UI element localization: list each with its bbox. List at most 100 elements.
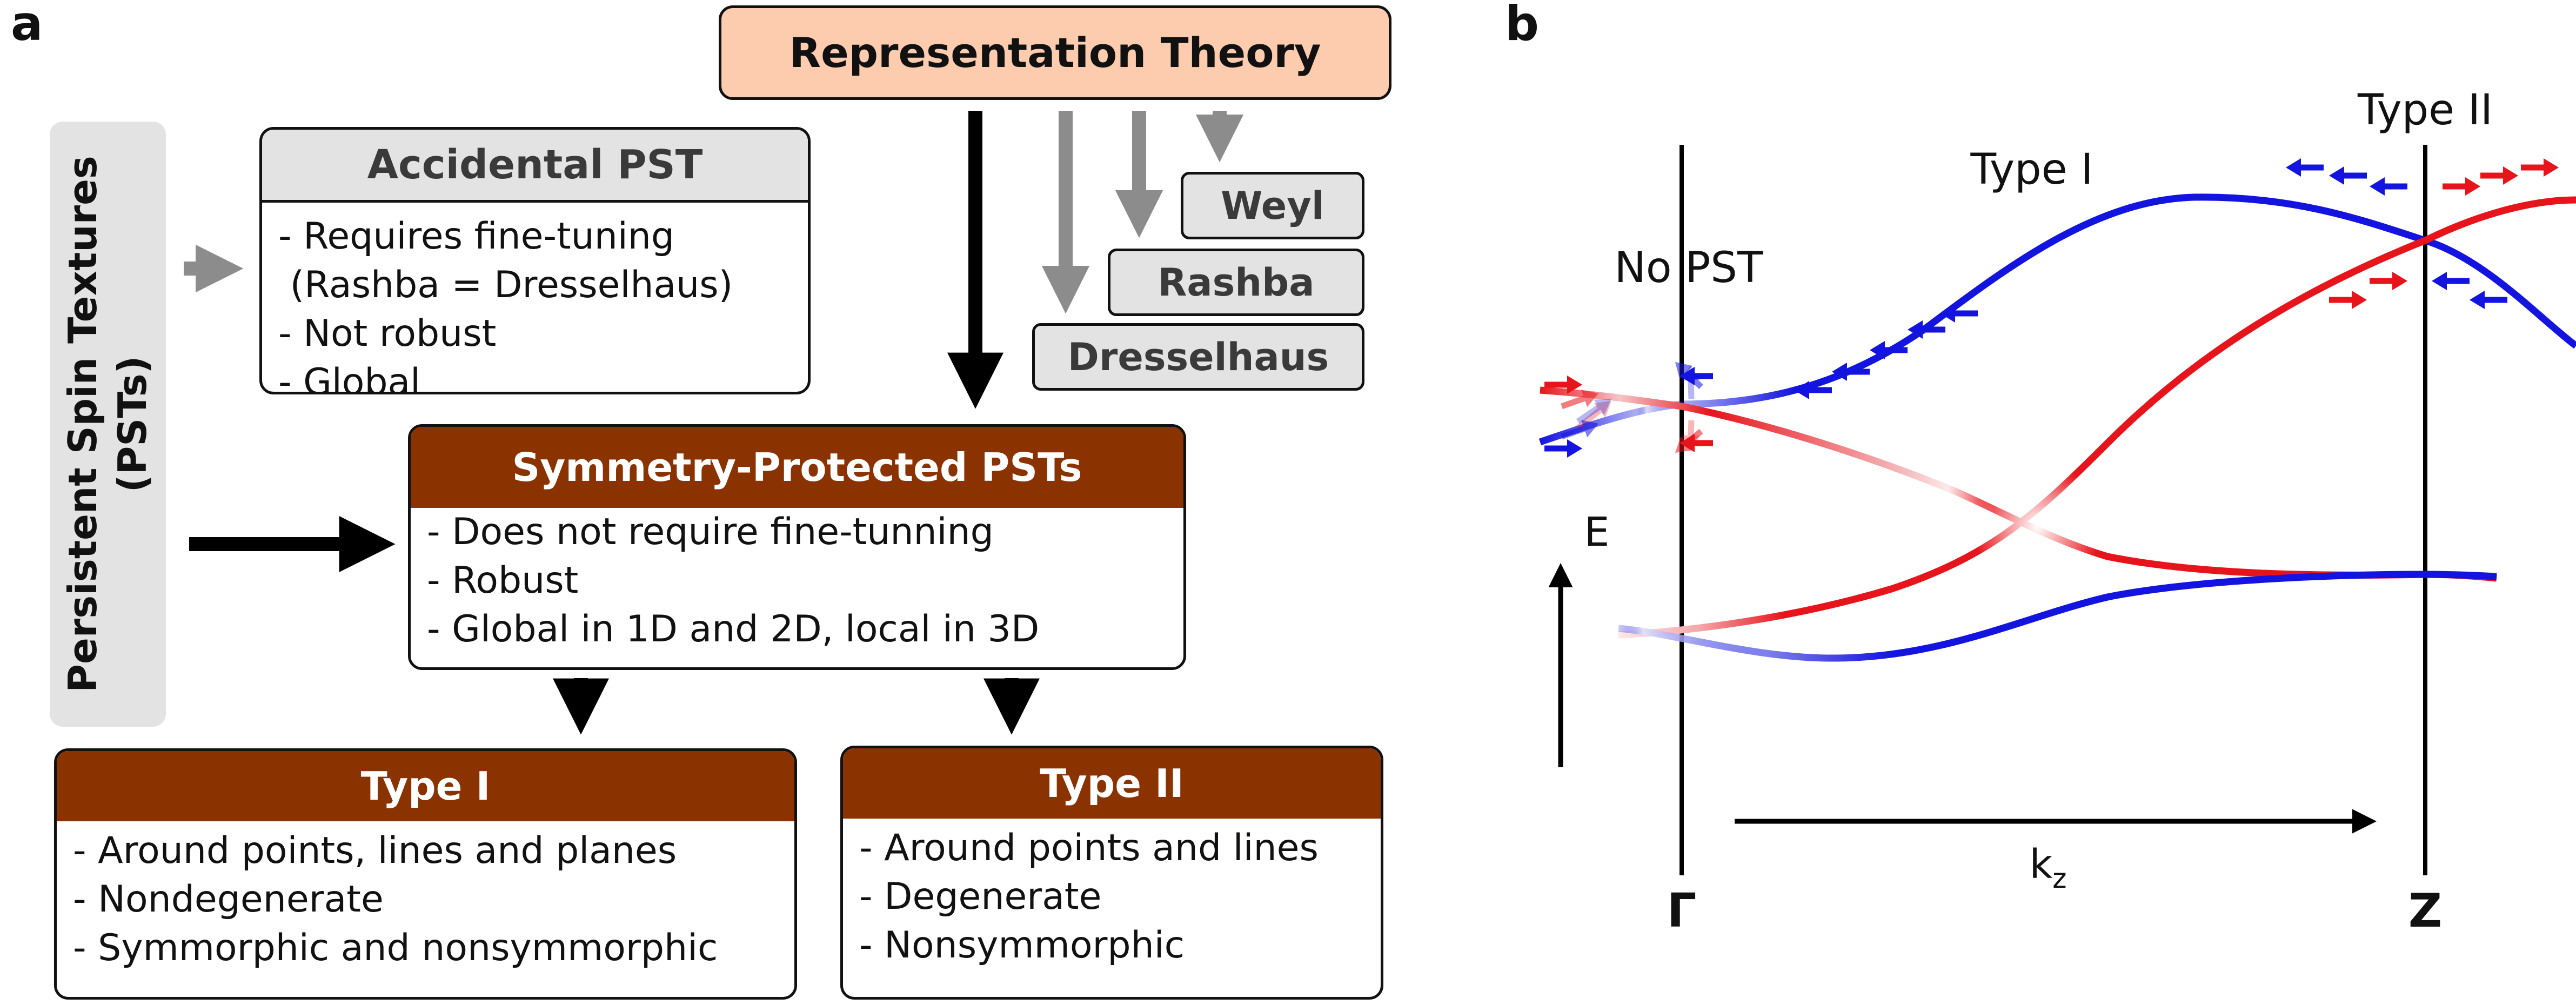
spin-arrow-head <box>1832 363 1847 381</box>
spin-arrow-head <box>2432 272 2447 290</box>
spin-arrow-head <box>2392 272 2407 290</box>
spin-arrow-head <box>1581 390 1598 407</box>
spin-arrow-head <box>1567 439 1582 458</box>
type-i-line: - Nondegenerate <box>73 878 384 921</box>
label-k-sub: z <box>2052 863 2066 894</box>
spin-arrow-head <box>2370 177 2385 196</box>
spin-arrow-head <box>1870 341 1885 359</box>
spin-arrow-head <box>2329 166 2344 185</box>
spin-arrow <box>1544 376 1582 394</box>
type-ii-title: Type II <box>843 748 1381 819</box>
spin-arrow-shaft <box>1576 408 1602 431</box>
spin-arrow-head <box>2544 158 2559 177</box>
spin-arrow-shaft <box>1561 426 1585 440</box>
spin-arrow <box>1561 390 1598 410</box>
spin-arrow-head <box>1675 362 1692 379</box>
band-red-rise <box>1618 196 2576 639</box>
spin-arrow <box>1561 420 1598 440</box>
symmetry-line: - Global in 1D and 2D, local in 3D <box>427 608 1040 651</box>
spin-arrow-head <box>1594 399 1611 415</box>
panel-b-letter: b <box>1505 0 1539 51</box>
label-z: Z <box>2408 884 2442 938</box>
spin-arrow <box>1682 420 1700 451</box>
spin-arrow <box>2286 158 2324 177</box>
spin-arrow-head <box>2503 166 2518 185</box>
spin-arrow <box>1870 341 1908 359</box>
spin-arrow-shaft <box>1684 370 1703 389</box>
spin-arrow-head <box>1794 381 1809 399</box>
spin-arrow <box>1675 428 1703 453</box>
type-i-line: - Around points, lines and planes <box>73 829 677 872</box>
spin-arrow <box>1544 439 1582 458</box>
spin-arrow-shaft <box>1576 405 1601 424</box>
tag-weyl-label: Weyl <box>1221 183 1324 228</box>
tag-weyl: Weyl <box>1181 172 1364 239</box>
spin-arrow <box>1675 362 1703 389</box>
pst-side-bar <box>50 122 166 727</box>
spin-arrow <box>2370 177 2407 196</box>
type-ii-line: - Around points and lines <box>859 827 1319 869</box>
spin-arrow <box>2443 177 2480 196</box>
spin-arrow <box>2329 166 2367 185</box>
spin-arrow <box>1794 381 1832 399</box>
spin-arrow <box>1576 399 1611 424</box>
spin-arrow-head <box>1675 436 1693 453</box>
label-k: k <box>2029 841 2052 888</box>
spin-arrow-head <box>1681 365 1700 381</box>
spin-arrow-head <box>1581 420 1598 438</box>
spin-arrow <box>2432 272 2470 290</box>
spin-arrow <box>1576 401 1611 431</box>
label-kz: kz <box>2029 841 2066 894</box>
spin-arrow-head <box>2286 158 2301 177</box>
spin-arrow-shaft <box>1561 396 1585 410</box>
label-type-ii: Type II <box>2357 86 2493 135</box>
representation-theory-label: Representation Theory <box>789 29 1321 77</box>
spin-arrow <box>2480 166 2518 185</box>
tag-rashba-label: Rashba <box>1157 260 1315 305</box>
spin-arrow <box>1940 304 1978 323</box>
accidental-line: - Not robust <box>278 312 497 355</box>
type-ii-box: Type II - Around points and lines - Dege… <box>840 746 1383 1000</box>
spin-arrow <box>2470 291 2507 309</box>
spin-arrow <box>2329 291 2367 309</box>
band-blue-upper <box>1538 193 2576 446</box>
spin-arrow-head <box>1594 401 1611 418</box>
label-e: E <box>1584 509 1610 555</box>
type-ii-line: - Nonsymmorphic <box>859 924 1185 967</box>
panel-a-arrows <box>184 111 1244 735</box>
spin-arrow-head <box>2352 291 2367 309</box>
spin-arrow <box>1832 363 1870 381</box>
spin-arrow-head <box>2465 177 2480 196</box>
crossing-glow <box>1973 464 2103 593</box>
spin-arrow <box>2370 272 2407 290</box>
tag-rashba: Rashba <box>1108 249 1364 316</box>
accidental-line: - Requires fine-tuning <box>278 215 674 258</box>
label-gamma: Γ <box>1667 884 1697 938</box>
accidental-line: - Global <box>278 361 421 394</box>
spin-arrow-head <box>1908 320 1923 339</box>
representation-theory-box: Representation Theory <box>719 5 1391 100</box>
tag-dresselhaus: Dresselhaus <box>1032 323 1364 391</box>
spin-arrow-shaft <box>1684 428 1703 446</box>
panel-a-letter: a <box>11 0 43 51</box>
label-no-pst: No PST <box>1614 244 1763 292</box>
tag-dresselhaus-label: Dresselhaus <box>1067 334 1329 379</box>
accidental-pst-title: Accidental PST <box>262 130 808 203</box>
type-i-line: - Symmorphic and nonsymmorphic <box>73 927 718 969</box>
symmetry-line: - Does not require fine-tunning <box>427 511 994 553</box>
spin-arrow <box>1908 320 1945 339</box>
symmetry-line: - Robust <box>427 559 579 602</box>
accidental-line: (Rashba = Dresselhaus) <box>278 264 733 306</box>
label-type-i: Type I <box>1970 145 2093 194</box>
band-blue-lower <box>1618 571 2497 662</box>
spin-arrows <box>1544 158 2559 458</box>
symmetry-protected-title: Symmetry-Protected PSTs <box>411 427 1183 508</box>
spin-arrow <box>2521 158 2559 177</box>
accidental-pst-box: Accidental PST - Requires fine-tuning (R… <box>259 127 811 394</box>
symmetry-protected-box: Symmetry-Protected PSTs - Does not requi… <box>408 424 1186 670</box>
spin-arrow-head <box>2470 291 2485 309</box>
spin-arrow-head <box>1940 304 1955 323</box>
spin-arrow <box>1681 365 1700 399</box>
